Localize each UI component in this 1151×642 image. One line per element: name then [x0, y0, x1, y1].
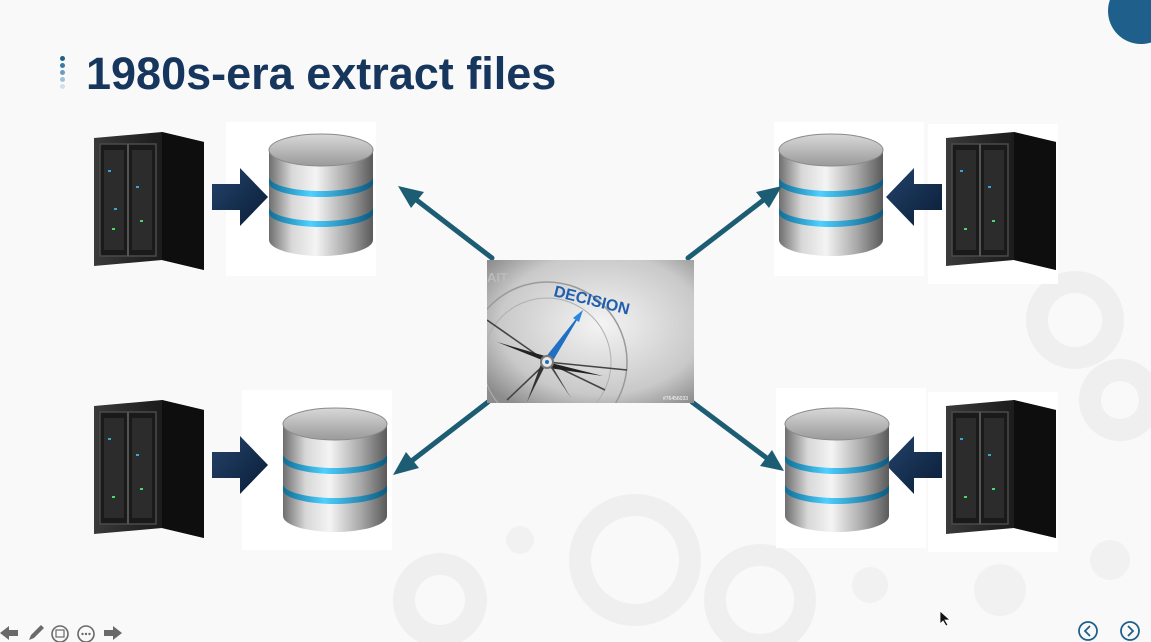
next-slide-icon[interactable] [1119, 620, 1141, 642]
left-arrow-icon [886, 436, 942, 494]
pen-icon[interactable] [26, 624, 46, 642]
server-rack-icon [94, 400, 204, 538]
database-icon [282, 407, 388, 532]
decision-partial-label: AIT [487, 270, 508, 285]
right-arrow-icon [212, 436, 268, 494]
database-icon [778, 133, 884, 256]
server-rack-icon [94, 132, 204, 270]
decision-compass-image: DECISION AIT #76456033 [487, 260, 694, 403]
back-arrow-icon[interactable] [0, 624, 20, 642]
database-icon [268, 133, 374, 256]
slides-grid-icon[interactable] [50, 624, 70, 642]
title-bullet-dots [60, 56, 66, 91]
forward-arrow-icon[interactable] [102, 624, 122, 642]
previous-slide-icon[interactable] [1077, 620, 1099, 642]
server-rack-icon [946, 400, 1056, 538]
database-icon [784, 407, 890, 532]
left-arrow-icon [886, 168, 942, 226]
slide-title: 1980s-era extract files [86, 48, 557, 99]
more-options-icon[interactable] [76, 624, 96, 642]
server-rack-icon [946, 132, 1056, 270]
image-id-label: #76456033 [663, 396, 688, 402]
mouse-cursor-icon [940, 611, 952, 627]
right-arrow-icon [212, 168, 268, 226]
